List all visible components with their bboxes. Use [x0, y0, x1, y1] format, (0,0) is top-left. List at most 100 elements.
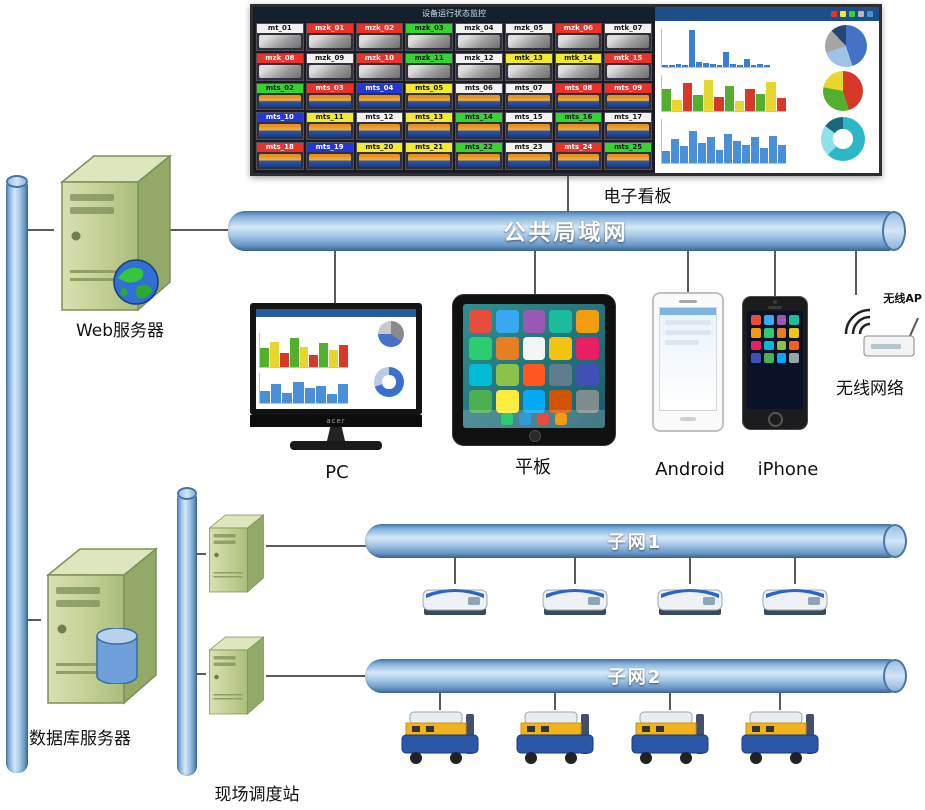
db-server-label: 数据库服务器 [29, 729, 131, 749]
app-icon [751, 340, 761, 351]
device-tile: mts_07 [504, 82, 553, 111]
device-tile: mts_15 [504, 112, 553, 141]
device-tile: mts_06 [455, 82, 503, 111]
dispatch-label: 现场调度站 [214, 785, 300, 805]
subnet1-label: 子网1 [607, 532, 663, 553]
agv-vehicle [400, 710, 480, 766]
dashboard-label: 电子看板 [603, 187, 672, 207]
app-icon [522, 336, 546, 360]
connector-line [27, 619, 41, 621]
donut-chart [821, 117, 865, 161]
dispatch-server-1 [204, 512, 268, 596]
iphone-device [742, 296, 808, 430]
device-tile: mzk_04 [455, 23, 503, 51]
device-tile: mtk_07 [604, 23, 652, 51]
app-icon [751, 327, 761, 338]
app-icon [763, 315, 774, 325]
app-icon [549, 310, 573, 333]
device-tile: mts_05 [405, 82, 453, 111]
wireless-ap-label: 无线AP [883, 292, 922, 305]
pc-brand-text: acer [250, 415, 422, 427]
backbone-pipe-dispatch [177, 487, 197, 776]
device-tile: mts_10 [256, 112, 304, 141]
device-tile: mts_04 [355, 82, 404, 111]
agv-vehicle [740, 710, 820, 766]
web-server-label: Web服务器 [75, 321, 165, 341]
dispatch-server-2 [204, 634, 268, 718]
device-tile: mts_14 [455, 112, 503, 141]
device-tile: mts_12 [355, 112, 404, 141]
connector-line [689, 557, 691, 584]
app-icon [549, 390, 573, 414]
lan-pipe-label: 公共局域网 [503, 221, 629, 246]
iphone-app-icons [747, 311, 803, 367]
device-tile: mts_21 [405, 142, 453, 170]
globe-icon [112, 258, 160, 306]
app-icon [576, 390, 599, 414]
app-icon [751, 315, 761, 325]
connector-line [28, 229, 54, 231]
app-icon [763, 353, 774, 363]
app-icon [549, 336, 573, 360]
device-tile: mts_19 [305, 142, 354, 170]
app-icon [549, 363, 573, 387]
app-icon [789, 340, 799, 351]
app-icon [576, 336, 599, 360]
device-tile: mts_22 [455, 142, 503, 170]
tablet-label: 平板 [515, 457, 551, 478]
pc-stand-neck [327, 427, 345, 441]
device-tile: mt_01 [256, 23, 304, 51]
app-icon [555, 413, 567, 425]
iphone-label: iPhone [757, 459, 819, 480]
connector-line [196, 673, 206, 675]
agv-vehicle [630, 710, 710, 766]
device-tile: mts_02 [256, 82, 304, 111]
app-icon [522, 390, 546, 414]
tablet-screen [463, 304, 605, 428]
device-tile: mtk_14 [554, 52, 603, 81]
pie-chart-1 [825, 25, 867, 67]
app-icon [789, 315, 799, 325]
pie-chart-2 [823, 71, 863, 111]
subnet1-pipe: 子网1 [365, 524, 907, 558]
app-icon [495, 390, 519, 414]
camera-icon [773, 300, 777, 304]
device-tile: mzk_05 [504, 23, 553, 51]
device-tile: mts_11 [305, 112, 354, 141]
device-tile: mts_18 [256, 142, 304, 170]
device-tile: mtk_15 [604, 52, 652, 81]
pc-multi-bar-chart [259, 333, 349, 368]
app-icon [522, 310, 546, 333]
device-tile: mzk_09 [305, 52, 354, 81]
connector-line [334, 251, 336, 304]
connector-line [567, 176, 569, 212]
android-label: Android [655, 459, 725, 480]
device-tile: mzk_03 [405, 23, 453, 51]
app-icon [763, 340, 774, 351]
app-icon [469, 363, 492, 387]
app-icon [763, 327, 774, 338]
charts-panel-header [655, 7, 879, 21]
blue-bar-chart [661, 119, 786, 164]
home-button-icon [680, 417, 696, 421]
app-icon [776, 353, 787, 363]
connector-line [266, 675, 366, 677]
subnet2-pipe: 子网2 [365, 659, 907, 693]
device-tile: mts_13 [405, 112, 453, 141]
device-tile: mzk_12 [455, 52, 503, 81]
device-tile: mts_24 [554, 142, 603, 170]
app-icon [495, 310, 519, 333]
pipe-end-cap [883, 524, 907, 558]
connector-line [196, 553, 206, 555]
database-server-tower [38, 543, 164, 711]
pipe-top-cap [6, 175, 28, 188]
app-icon [789, 327, 799, 338]
tablet-device [452, 294, 616, 446]
app-icon [789, 353, 799, 363]
app-icon [776, 315, 787, 325]
multi-color-bar-chart [661, 75, 787, 112]
lan-pipe: 公共局域网 [228, 211, 906, 251]
